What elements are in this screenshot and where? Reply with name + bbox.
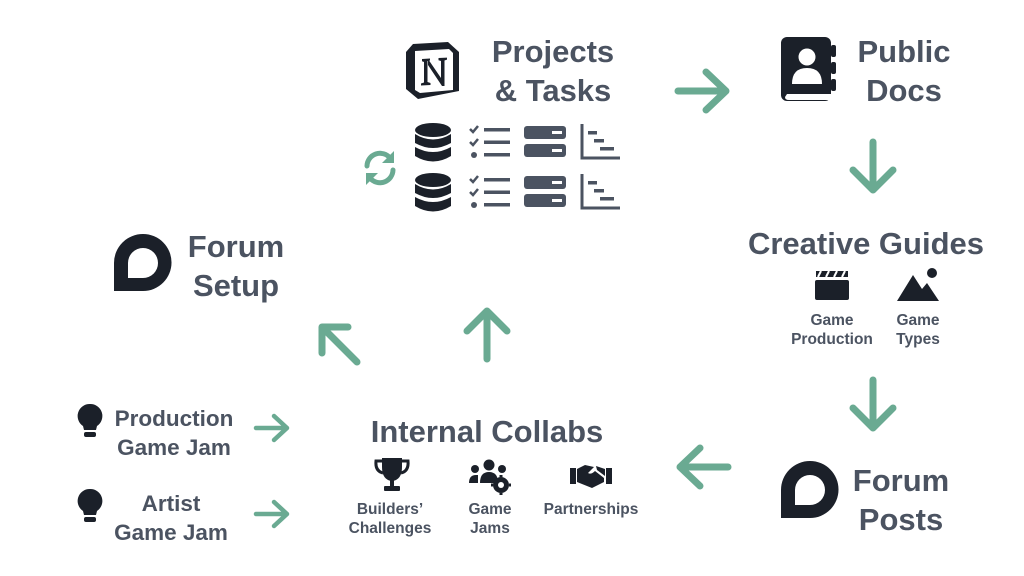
mountain-image-icon xyxy=(897,267,939,301)
internal-collabs-title: Internal Collabs xyxy=(370,414,604,449)
database-icon xyxy=(415,173,451,213)
database-icon xyxy=(415,123,451,163)
production-game-jam-label: Production Game Jam xyxy=(114,406,234,460)
board-icon xyxy=(524,126,566,158)
guide-game-production: Game Production xyxy=(791,312,873,348)
timeline-icon xyxy=(580,174,620,210)
users-gear-icon xyxy=(469,459,511,495)
artist-game-jam-label: Artist Game Jam xyxy=(114,491,228,545)
contact-book-icon xyxy=(781,37,837,101)
arrow-left-icon xyxy=(674,444,732,490)
clapperboard-icon xyxy=(814,269,850,300)
timeline-icon xyxy=(580,124,620,160)
collab-builders-challenges: Builders’ Challenges xyxy=(348,501,432,537)
forum-setup-title: Forum Setup xyxy=(187,229,285,303)
checklist-icon xyxy=(469,175,511,209)
forum-posts-title: Forum Posts xyxy=(852,463,950,537)
collab-partnerships: Partnerships xyxy=(543,501,639,518)
lightbulb-icon xyxy=(77,488,103,523)
arrow-right-small-icon xyxy=(253,412,291,444)
handshake-icon xyxy=(570,462,612,490)
arrow-up-left-icon xyxy=(315,320,363,368)
collab-game-jams: Game Jams xyxy=(468,501,512,537)
arrow-down-icon xyxy=(849,376,897,434)
creative-guides-title: Creative Guides xyxy=(747,226,985,261)
checklist-icon xyxy=(469,125,511,159)
lightbulb-icon xyxy=(77,403,103,438)
notion-logo-icon xyxy=(401,40,463,102)
sync-icon xyxy=(361,149,399,187)
trophy-icon xyxy=(374,458,410,492)
chat-bubble-icon xyxy=(781,461,839,519)
arrow-right-small-icon xyxy=(253,498,291,530)
guide-game-types: Game Types xyxy=(896,312,940,348)
board-icon xyxy=(524,176,566,208)
public-docs-title: Public Docs xyxy=(857,34,951,108)
arrow-right-icon xyxy=(674,68,732,114)
arrow-down-icon xyxy=(849,138,897,196)
arrow-up-icon xyxy=(463,305,511,363)
projects-title: Projects & Tasks xyxy=(491,34,615,108)
chat-bubble-icon xyxy=(114,234,172,292)
